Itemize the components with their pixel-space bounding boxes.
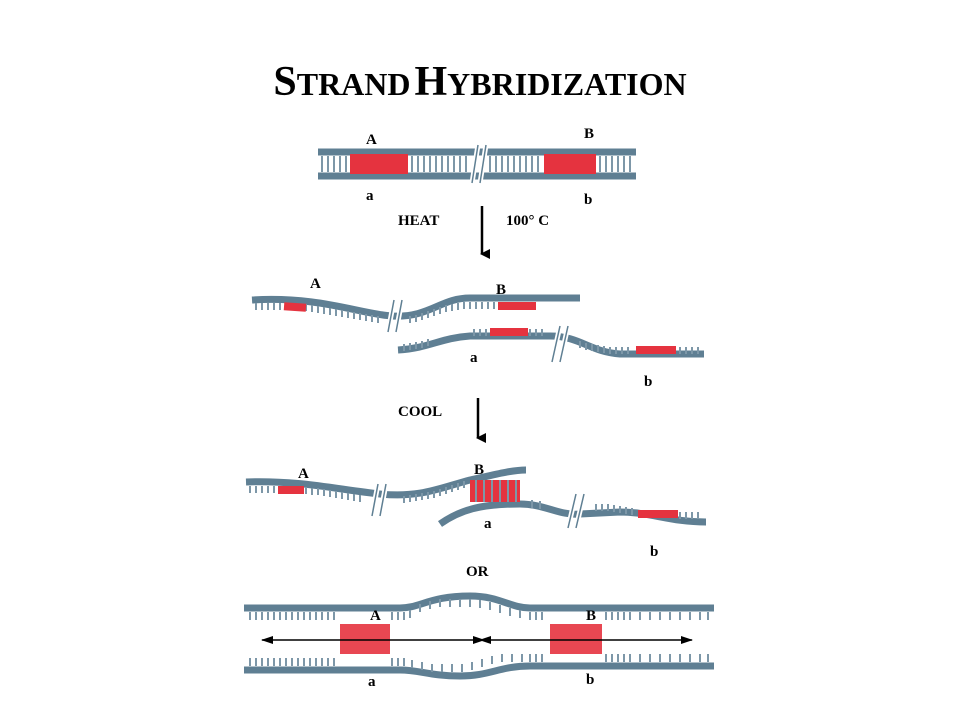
step4-rungs-bottom bbox=[249, 654, 709, 672]
step2-gene-A bbox=[283, 302, 307, 312]
step4-rungs-top bbox=[249, 599, 709, 620]
step2-strand-lower bbox=[397, 332, 704, 358]
heat-temp: 100° C bbox=[506, 213, 549, 229]
step4-gene-A bbox=[340, 624, 390, 654]
cool-label: COOL bbox=[398, 404, 442, 420]
step3-break-upper bbox=[371, 483, 387, 517]
step1-double-strand bbox=[318, 144, 636, 184]
title-trand: TRAND bbox=[296, 66, 411, 102]
step2-label-b: b bbox=[644, 374, 652, 390]
step3-hybrid-B-a bbox=[470, 480, 520, 502]
step4-label-A: A bbox=[370, 608, 381, 624]
step3-label-A: A bbox=[298, 466, 309, 482]
step2-rungs-upper bbox=[255, 302, 495, 323]
step1-label-B: B bbox=[584, 126, 594, 142]
step3-rungs-lower bbox=[475, 480, 699, 519]
step1-label-a: a bbox=[366, 188, 374, 204]
step2-separated-strands bbox=[251, 294, 704, 363]
step3-rungs-upper bbox=[249, 481, 465, 503]
page-title: STRAND HYBRIDIZATION bbox=[0, 58, 960, 106]
step3-gene-b bbox=[638, 510, 678, 518]
step4-rehybridized bbox=[244, 592, 714, 680]
step4-top-strand bbox=[244, 592, 714, 612]
gene-B-segment bbox=[544, 154, 596, 174]
gene-A-segment bbox=[350, 154, 408, 174]
step3-break-lower bbox=[567, 493, 585, 529]
step2-gene-a bbox=[490, 328, 528, 336]
step1-label-b: b bbox=[584, 192, 592, 208]
step2-gene-b bbox=[636, 346, 676, 354]
step3-label-b: b bbox=[650, 544, 658, 560]
step2-break-upper bbox=[387, 299, 403, 333]
step1-rungs bbox=[321, 156, 631, 172]
step4-label-B: B bbox=[586, 608, 596, 624]
step4-gene-B bbox=[550, 624, 602, 654]
step3-partial-hybrid bbox=[245, 466, 707, 529]
step2-label-a: a bbox=[470, 350, 478, 366]
title-s: S bbox=[273, 59, 297, 105]
step3-gene-A bbox=[278, 486, 304, 494]
step4-label-a: a bbox=[368, 674, 376, 690]
step3-strand-upper bbox=[245, 466, 527, 499]
step1-label-A: A bbox=[366, 132, 377, 148]
title-h: H bbox=[414, 59, 448, 105]
step2-label-A: A bbox=[310, 276, 321, 292]
or-label: OR bbox=[466, 564, 489, 580]
step4-label-b: b bbox=[586, 672, 594, 688]
step3-label-a: a bbox=[484, 516, 492, 532]
step2-rungs-lower bbox=[403, 329, 699, 354]
step3-label-B: B bbox=[474, 462, 484, 478]
step4-bottom-strand bbox=[244, 662, 714, 680]
step2-label-B: B bbox=[496, 282, 506, 298]
step2-gene-B bbox=[498, 302, 536, 310]
title-ybridization: YBRIDIZATION bbox=[447, 66, 687, 102]
step2-break-lower bbox=[551, 325, 569, 363]
heat-label: HEAT bbox=[398, 213, 439, 229]
